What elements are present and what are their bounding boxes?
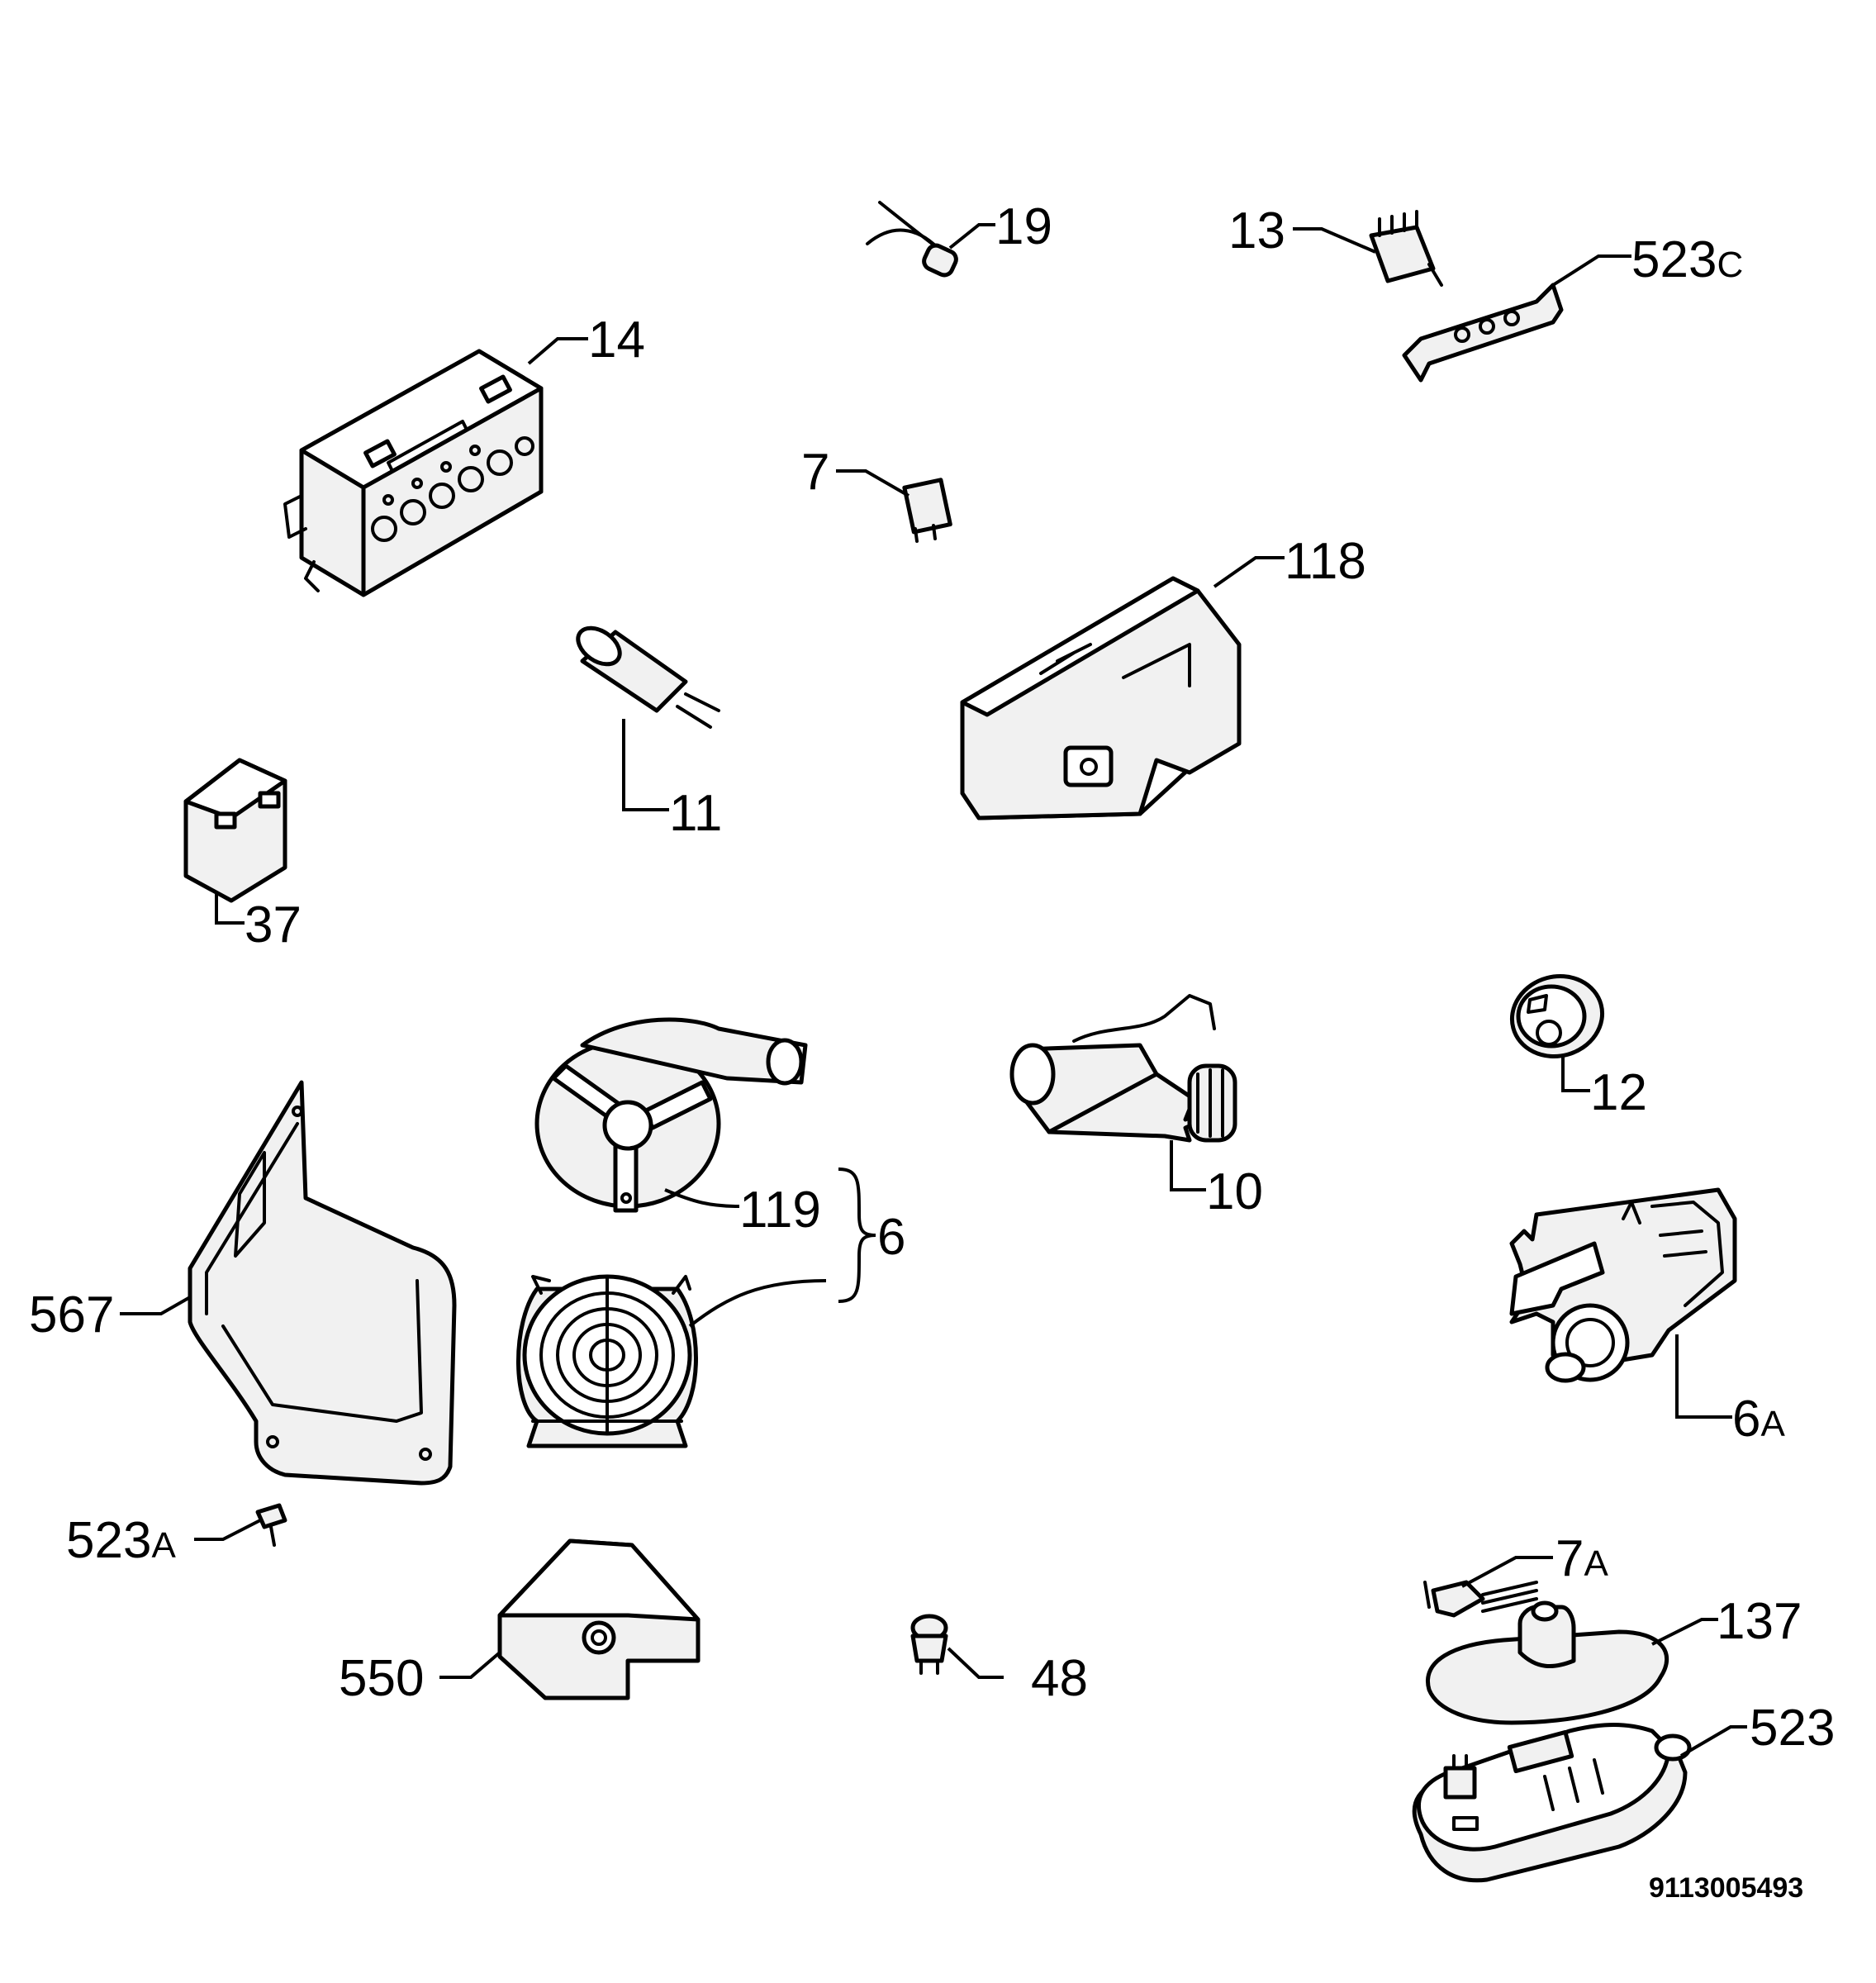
part-11-capacitor bbox=[576, 625, 720, 729]
leader-7a bbox=[1461, 1556, 1553, 1588]
callout-567: 567 bbox=[29, 1286, 114, 1343]
callout-19: 19 bbox=[995, 198, 1052, 255]
callout-118: 118 bbox=[1285, 533, 1366, 590]
leader-550 bbox=[439, 1651, 501, 1679]
callout-13: 13 bbox=[1228, 202, 1285, 259]
callout-7a-number: 7 bbox=[1555, 1530, 1584, 1587]
callout-137: 137 bbox=[1717, 1593, 1802, 1650]
callout-119: 119 bbox=[739, 1182, 821, 1239]
part-6a-drain-pump bbox=[1509, 1187, 1737, 1383]
callout-523: 523 bbox=[1750, 1700, 1835, 1757]
part-19-sensor bbox=[866, 201, 958, 278]
leader-6a bbox=[1675, 1334, 1732, 1419]
leader-523c bbox=[1551, 254, 1631, 287]
leader-37 bbox=[215, 892, 245, 925]
callout-7: 7 bbox=[801, 444, 829, 501]
callout-6: 6 bbox=[877, 1209, 905, 1266]
part-6-pump-motor bbox=[516, 1274, 698, 1448]
callout-523c-number: 523 bbox=[1631, 231, 1717, 288]
leader-19 bbox=[948, 223, 995, 250]
callout-14: 14 bbox=[588, 311, 645, 369]
part-567-cover bbox=[188, 1080, 457, 1486]
document-number: 9113005493 bbox=[1649, 1872, 1803, 1904]
leader-118 bbox=[1213, 556, 1285, 588]
part-10-inlet-valve bbox=[1009, 994, 1237, 1143]
brace-6 bbox=[838, 1167, 876, 1303]
callout-7a: 7A bbox=[1555, 1530, 1608, 1587]
leader-567 bbox=[120, 1296, 191, 1315]
callout-523a-suffix: A bbox=[151, 1525, 176, 1566]
callout-523c-suffix: C bbox=[1717, 245, 1743, 285]
callout-523a: 523A bbox=[66, 1512, 176, 1569]
callout-37: 37 bbox=[245, 896, 302, 953]
leader-119 bbox=[664, 1188, 740, 1208]
part-523c-bracket bbox=[1402, 283, 1564, 383]
part-37-mains-filter bbox=[183, 758, 287, 903]
leader-12 bbox=[1561, 1056, 1590, 1092]
leader-11 bbox=[622, 719, 669, 811]
callout-11: 11 bbox=[669, 785, 722, 842]
callout-6a-number: 6 bbox=[1732, 1391, 1760, 1448]
part-48-fuse-holder bbox=[910, 1614, 948, 1675]
callout-7a-suffix: A bbox=[1584, 1543, 1608, 1584]
callout-12: 12 bbox=[1590, 1064, 1647, 1121]
part-7a-float-switch bbox=[1423, 1580, 1538, 1618]
part-137-float bbox=[1426, 1600, 1669, 1725]
part-13-terminal-block bbox=[1369, 210, 1443, 287]
leader-6 bbox=[688, 1279, 827, 1328]
leader-523 bbox=[1679, 1725, 1747, 1757]
part-12-pressure-switch bbox=[1509, 973, 1605, 1059]
part-550-cover bbox=[497, 1538, 701, 1700]
callout-550: 550 bbox=[339, 1650, 424, 1707]
leader-10 bbox=[1170, 1140, 1206, 1191]
part-118-dispenser bbox=[960, 576, 1242, 820]
callout-6a-suffix: A bbox=[1760, 1404, 1785, 1444]
callout-523c: 523C bbox=[1631, 231, 1743, 288]
leader-48 bbox=[947, 1647, 1004, 1679]
leader-137 bbox=[1651, 1618, 1718, 1646]
leader-523a bbox=[194, 1519, 261, 1541]
callout-48: 48 bbox=[1031, 1650, 1088, 1707]
leader-13 bbox=[1293, 227, 1376, 254]
part-523-base-tray bbox=[1412, 1723, 1692, 1883]
leader-14 bbox=[527, 337, 588, 365]
callout-6a: 6A bbox=[1732, 1391, 1785, 1448]
part-14-control-module bbox=[283, 349, 544, 597]
leader-7 bbox=[836, 469, 910, 497]
part-523a-screw bbox=[255, 1503, 287, 1547]
part-119-pump-housing bbox=[534, 1017, 808, 1213]
part-7-relay bbox=[902, 478, 952, 543]
callout-10: 10 bbox=[1206, 1163, 1263, 1220]
callout-523a-number: 523 bbox=[66, 1512, 151, 1569]
